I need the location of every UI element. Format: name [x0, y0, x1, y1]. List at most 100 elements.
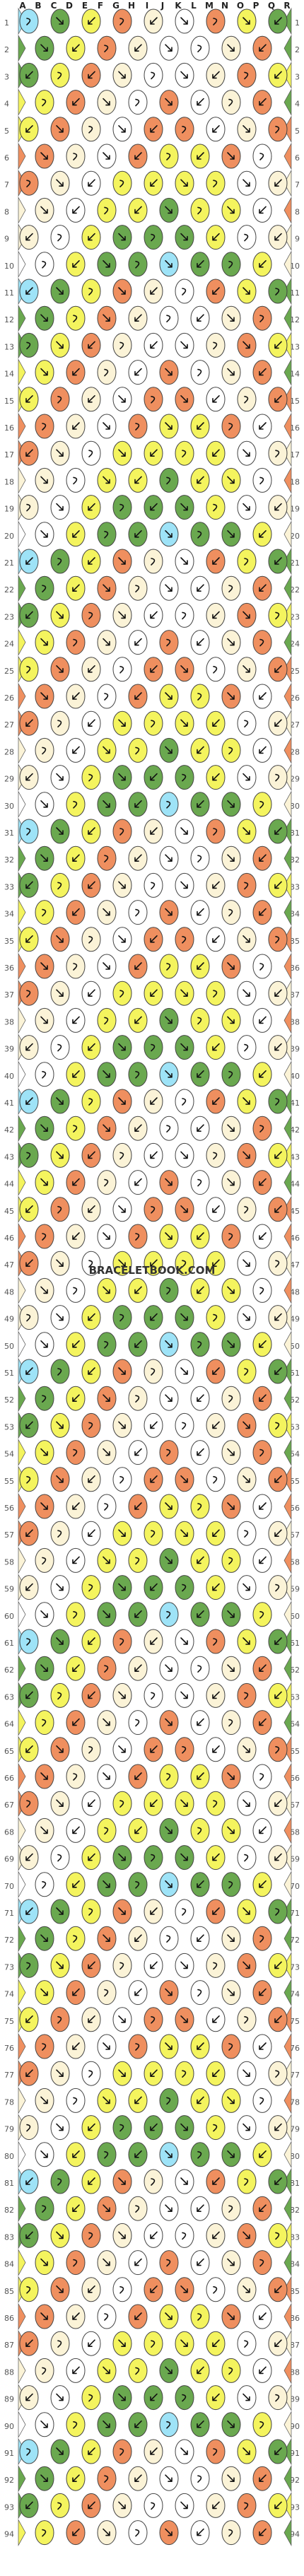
knot — [206, 2331, 226, 2356]
row-number-left: 90 — [4, 2422, 14, 2431]
knot — [50, 1845, 70, 1870]
edge-strand — [283, 7, 292, 35]
row-number-right: 19 — [290, 505, 300, 514]
arrow-icon — [228, 2367, 233, 2375]
arrow-icon — [25, 881, 33, 889]
knot — [159, 1656, 179, 1681]
arrow-icon — [227, 1448, 235, 1456]
arrow-icon — [118, 1583, 126, 1591]
arrow-icon — [118, 1043, 126, 1051]
knot — [144, 2169, 163, 2194]
knot — [19, 1629, 39, 1654]
knot — [81, 1089, 101, 1114]
knot — [128, 90, 148, 115]
arrow-icon — [180, 2339, 188, 2347]
knot — [237, 1142, 257, 1168]
knot — [206, 927, 226, 952]
row-number-left: 63 — [4, 1692, 14, 1702]
knot — [175, 1305, 194, 1330]
arrow-icon — [56, 1637, 64, 1645]
arrow-icon — [88, 611, 93, 620]
knot — [112, 1142, 132, 1168]
arrow-icon — [88, 450, 93, 457]
row-number-right: 72 — [290, 1936, 300, 1945]
knot — [221, 1062, 241, 1087]
arrow-icon — [197, 2420, 204, 2428]
arrow-icon — [242, 827, 250, 835]
arrow-icon — [119, 18, 124, 25]
knot — [221, 1440, 241, 1465]
knot — [97, 900, 117, 925]
arrow-icon — [57, 882, 62, 890]
knot — [50, 1251, 70, 1276]
knot — [159, 2358, 179, 2383]
row-number-left: 44 — [4, 1180, 14, 1189]
arrow-icon — [25, 1205, 33, 1213]
row-number-right: 8 — [295, 207, 300, 216]
arrow-icon — [259, 2421, 264, 2429]
arrow-icon — [180, 179, 188, 187]
arrow-icon — [88, 1367, 95, 1375]
knot — [159, 2412, 179, 2437]
arrow-icon — [134, 2312, 142, 2320]
arrow-icon — [40, 1286, 48, 1294]
arrow-icon — [26, 503, 31, 512]
arrow-icon — [56, 1421, 64, 1429]
knot — [221, 197, 241, 223]
knot — [50, 440, 70, 466]
arrow-icon — [228, 1071, 233, 1079]
knot — [159, 792, 179, 817]
row-number-left: 28 — [4, 747, 14, 756]
knot — [19, 1791, 39, 1816]
knot — [237, 927, 257, 952]
knot — [252, 1440, 272, 1465]
knot — [66, 2142, 86, 2167]
arrow-icon — [57, 396, 62, 404]
row-number-right: 35 — [290, 937, 300, 946]
arrow-icon — [213, 180, 218, 187]
arrow-icon — [274, 1961, 282, 1969]
arrow-icon — [165, 1664, 173, 1672]
arrow-icon — [165, 1340, 173, 1348]
knot — [50, 2277, 70, 2302]
arrow-icon — [88, 2501, 95, 2510]
knot — [35, 1062, 54, 1087]
knot — [206, 2385, 226, 2411]
arrow-icon — [135, 2043, 140, 2051]
row-number-left: 26 — [4, 693, 14, 703]
arrow-icon — [150, 2123, 158, 2131]
row-number-left: 73 — [4, 1962, 14, 1972]
arrow-icon — [166, 963, 171, 971]
arrow-icon — [180, 395, 188, 403]
arrow-icon — [56, 1475, 64, 1483]
arrow-icon — [88, 126, 93, 134]
arrow-icon — [182, 288, 187, 295]
arrow-icon — [25, 2231, 33, 2240]
knot — [159, 35, 179, 61]
knot — [268, 1629, 288, 1654]
arrow-icon — [42, 423, 47, 431]
row-number-right: 3 — [295, 72, 300, 81]
edge-strand — [18, 2249, 26, 2276]
row-number-right: 18 — [290, 477, 300, 486]
knot — [97, 2520, 117, 2546]
arrow-icon — [259, 2474, 267, 2482]
arrow-icon — [104, 1017, 109, 1025]
arrow-icon — [166, 1448, 171, 1457]
knot — [144, 387, 163, 412]
arrow-icon — [166, 1935, 171, 1943]
knot — [50, 117, 70, 142]
row-number-right: 4 — [295, 100, 300, 109]
arrow-icon — [26, 2124, 31, 2132]
row-number-right: 70 — [290, 1882, 300, 1891]
knot — [268, 2115, 288, 2141]
arrow-icon — [180, 503, 188, 511]
knot — [237, 2223, 257, 2248]
edge-strand — [283, 709, 292, 737]
row-number-left: 49 — [4, 1315, 14, 1324]
knot — [221, 1656, 241, 1681]
knot — [190, 575, 210, 601]
knot — [50, 2331, 70, 2356]
knot — [252, 2412, 272, 2437]
knot — [97, 1710, 117, 1735]
